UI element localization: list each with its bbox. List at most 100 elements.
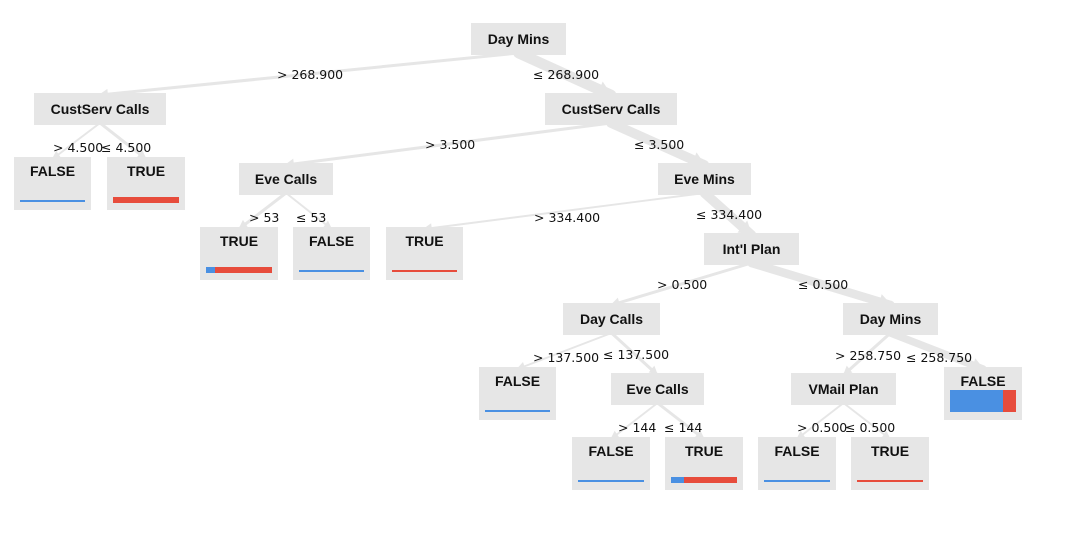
edge-label: ≤ 0.500 <box>845 420 896 435</box>
bar-segment-true <box>214 267 272 273</box>
edge-arrowhead <box>695 429 704 438</box>
edge-eveCallsB-l9 <box>656 401 706 441</box>
leaf-l11[interactable]: TRUE <box>851 437 929 490</box>
edge-arrowhead <box>797 430 806 438</box>
bar-segment-false <box>206 267 215 273</box>
node-root[interactable]: Day Mins <box>471 23 566 55</box>
edge-csL-l2 <box>98 121 148 161</box>
leaf-distribution-bar <box>392 270 457 272</box>
edge-label: > 3.500 <box>425 137 476 152</box>
leaf-l7[interactable]: FALSE <box>944 367 1022 420</box>
edge-vmail-l10 <box>796 402 845 440</box>
edge-csR-eveCallsA <box>284 121 613 167</box>
edge-label: ≤ 0.500 <box>798 277 849 292</box>
leaf-distribution-bar <box>764 480 830 482</box>
leaf-l9[interactable]: TRUE <box>665 437 743 490</box>
leaf-class-label: TRUE <box>405 233 444 249</box>
bar-segment-true <box>1002 390 1016 412</box>
edge-dayMins2-vmail <box>842 331 892 377</box>
bar-segment-false <box>764 480 830 482</box>
edge-label: ≤ 3.500 <box>634 137 685 152</box>
node-csR[interactable]: CustServ Calls <box>545 93 677 125</box>
leaf-class-label: FALSE <box>588 443 634 459</box>
leaf-distribution-bar <box>206 267 272 273</box>
edge-arrowhead <box>648 365 658 374</box>
edge-csR-eveMins <box>606 118 710 170</box>
leaf-class-label: FALSE <box>308 233 355 249</box>
bar-segment-true <box>113 197 179 203</box>
edge-dayMins2-l7 <box>886 329 987 373</box>
leaf-class-label: FALSE <box>960 373 1006 389</box>
bar-segment-false <box>950 390 1003 412</box>
leaf-distribution-bar <box>671 477 737 483</box>
edge-label: > 0.500 <box>797 420 848 435</box>
leaf-class-label: FALSE <box>494 373 541 389</box>
edge-label: ≤ 268.900 <box>533 67 600 82</box>
leaf-l1[interactable]: FALSE <box>14 157 91 210</box>
edge-arrowhead <box>611 430 620 438</box>
leaf-class-label: TRUE <box>126 163 166 179</box>
edge-dayCalls-l6 <box>516 332 613 370</box>
edge-label: ≤ 53 <box>296 210 327 225</box>
node-dayCalls[interactable]: Day Calls <box>563 303 660 335</box>
edge-label: > 137.500 <box>533 350 600 365</box>
bar-segment-true <box>392 270 457 272</box>
edge-label: ≤ 258.750 <box>906 350 973 365</box>
bar-segment-false <box>299 270 364 272</box>
leaf-class-label: TRUE <box>219 233 259 249</box>
edge-dayCalls-eveCallsB <box>610 331 659 377</box>
edge-label: > 0.500 <box>657 277 708 292</box>
bar-segment-false <box>671 477 685 483</box>
bar-segment-true <box>857 480 923 482</box>
node-vmail[interactable]: VMail Plan <box>791 373 896 405</box>
edge-label: > 258.750 <box>835 348 902 363</box>
leaf-class-label: TRUE <box>684 443 724 459</box>
edge-vmail-l11 <box>842 402 891 440</box>
leaf-l2[interactable]: TRUE <box>107 157 185 210</box>
edge-eveMins-l5 <box>423 192 706 230</box>
edge-root-csL <box>98 51 520 97</box>
leaf-l5[interactable]: TRUE <box>386 227 463 280</box>
node-dayMins2[interactable]: Day Mins <box>843 303 938 335</box>
bar-segment-false <box>485 410 550 412</box>
leaf-distribution-bar <box>113 197 179 203</box>
edge-arrowhead <box>52 150 61 158</box>
leaf-distribution-bar <box>485 410 550 412</box>
leaf-class-label: FALSE <box>29 163 76 179</box>
edge-arrowhead <box>843 365 853 374</box>
bar-segment-true <box>684 477 737 483</box>
edge-label: ≤ 137.500 <box>603 347 670 362</box>
leaf-l4[interactable]: FALSE <box>293 227 370 280</box>
edge-label: > 268.900 <box>277 67 344 82</box>
bar-segment-false <box>578 480 644 482</box>
leaf-l10[interactable]: FALSE <box>758 437 836 490</box>
bar-segment-false <box>20 200 85 202</box>
node-csL[interactable]: CustServ Calls <box>34 93 166 125</box>
leaf-l8[interactable]: FALSE <box>572 437 650 490</box>
edge-label: > 53 <box>249 210 280 225</box>
edge-csL-l1 <box>51 122 101 160</box>
edge-arrowhead <box>881 430 890 438</box>
leaf-class-label: TRUE <box>870 443 910 459</box>
edge-label: > 144 <box>618 420 657 435</box>
edge-intl-dayMins2 <box>747 258 895 310</box>
leaf-distribution-bar <box>857 480 923 482</box>
node-eveCallsB[interactable]: Eve Calls <box>611 373 704 405</box>
edge-eveCallsA-l3 <box>237 191 288 231</box>
edge-arrowhead <box>737 220 752 234</box>
leaf-distribution-bar <box>578 480 644 482</box>
node-intl[interactable]: Int'l Plan <box>704 233 799 265</box>
node-eveMins[interactable]: Eve Mins <box>658 163 751 195</box>
edge-label: ≤ 4.500 <box>101 140 152 155</box>
edge-label: > 4.500 <box>53 140 104 155</box>
leaf-distribution-bar <box>950 390 1016 412</box>
edge-eveCallsB-l8 <box>610 402 659 440</box>
leaf-distribution-bar <box>20 200 85 202</box>
leaf-distribution-bar <box>299 270 364 272</box>
node-eveCallsA[interactable]: Eve Calls <box>239 163 333 195</box>
edge-intl-dayCalls <box>610 261 753 307</box>
leaf-l3[interactable]: TRUE <box>200 227 278 280</box>
leaf-l6[interactable]: FALSE <box>479 367 556 420</box>
